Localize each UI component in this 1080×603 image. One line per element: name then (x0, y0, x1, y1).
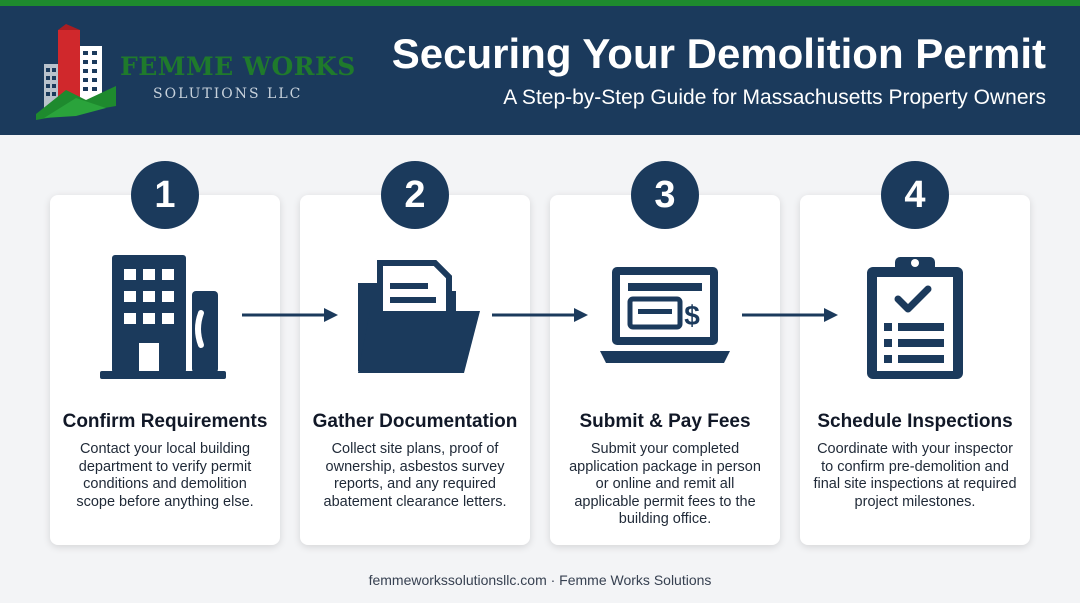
arrow-right-icon (242, 308, 338, 322)
step-number-badge: 2 (381, 161, 449, 229)
step-description: Submit your completed application packag… (569, 441, 761, 527)
laptop-payment-icon: $ (600, 267, 730, 363)
clipboard-checklist-icon (867, 257, 963, 379)
arrow-right-icon (492, 308, 588, 322)
buildings-logo-icon (36, 24, 116, 120)
step-card-3: $ Submit & Pay Fees Submit your complete… (550, 195, 780, 545)
page-title: Securing Your Demolition Permit (391, 30, 1046, 77)
step-card-4: Schedule Inspections Coordinate with you… (800, 195, 1030, 545)
company-logo: FEMME WORKS SOLUTIONS LLC (36, 24, 355, 124)
step-title: Submit & Pay Fees (579, 411, 751, 432)
step-title: Confirm Requirements (62, 411, 268, 432)
footer-text: femmeworkssolutionsllc.com · Femme Works… (368, 572, 712, 588)
step-number-badge: 3 (631, 161, 699, 229)
step-number-badge: 4 (881, 161, 949, 229)
brand-subtitle: SOLUTIONS LLC (153, 86, 303, 102)
step-description: Contact your local building department t… (76, 441, 254, 510)
step-title: Gather Documentation (312, 411, 518, 432)
svg-text:$: $ (684, 300, 700, 331)
document-folder-icon (358, 260, 480, 373)
brand-name: FEMME WORKS (120, 52, 356, 81)
step-card-1: Confirm Requirements Contact your local … (50, 195, 280, 545)
page-subtitle: A Step-by-Step Guide for Massachusetts P… (503, 86, 1046, 109)
step-description: Collect site plans, proof of ownership, … (323, 441, 507, 510)
step-description: Coordinate with your inspector to confir… (813, 441, 1017, 510)
step-number-badge: 1 (131, 161, 199, 229)
header-banner: FEMME WORKS SOLUTIONS LLC Securing Your … (0, 6, 1080, 135)
office-building-phone-icon (100, 255, 226, 379)
step-title: Schedule Inspections (817, 411, 1013, 432)
arrow-right-icon (742, 308, 838, 322)
top-accent-bar (0, 0, 1080, 6)
step-card-2: Gather Documentation Collect site plans,… (300, 195, 530, 545)
